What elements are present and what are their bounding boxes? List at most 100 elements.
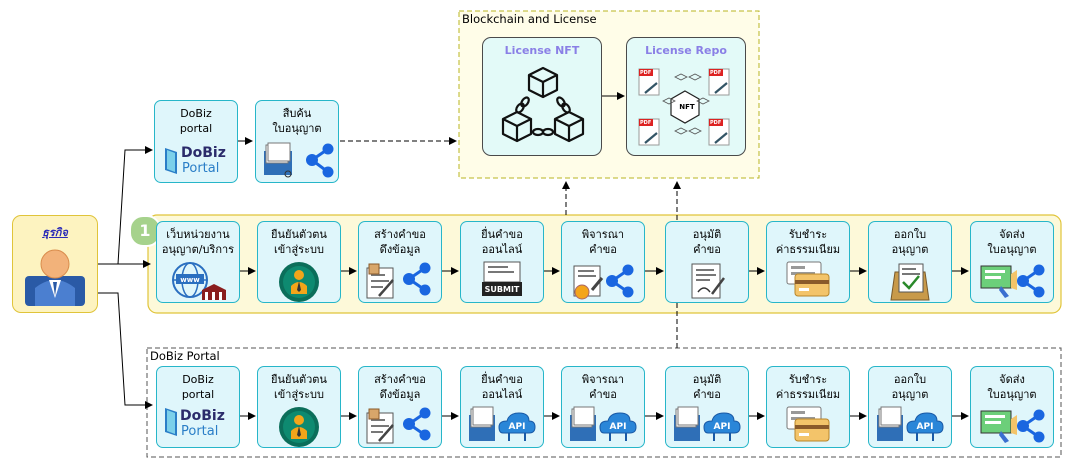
dobiz-step-label: ยื่นคำขอ — [481, 373, 523, 386]
license-repo-label: License Repo — [645, 44, 727, 57]
dobiz-step-sublabel: คำขอ — [589, 388, 617, 401]
payment-icon — [767, 405, 849, 449]
dobiz-step-2[interactable]: ยืนยันตัวตนเข้าสู่ระบบ — [257, 366, 341, 448]
dobiz-step-9[interactable]: จัดส่งใบอนุญาต — [970, 366, 1054, 448]
dobiz-logo-icon — [165, 148, 177, 174]
repo-nft-text: NFT — [679, 103, 695, 111]
process1-step-7[interactable]: รับชำระค่าธรรมเนียม — [766, 221, 850, 303]
svg-text:DoBiz: DoBiz — [180, 408, 225, 424]
review-icon — [562, 260, 644, 306]
svg-text:Portal: Portal — [181, 424, 218, 439]
form-share-icon — [359, 260, 441, 304]
process1-step-label: จัดส่ง — [999, 228, 1025, 241]
license-nft-label: License NFT — [504, 44, 580, 57]
api-icon: API — [666, 405, 748, 449]
process1-step-label: พิจารณา — [581, 228, 625, 241]
api-icon: API — [562, 405, 644, 449]
dobiz-step-6[interactable]: อนุมัติคำขอ API — [665, 366, 749, 448]
process1-step-sublabel: อนุญาต — [891, 243, 929, 256]
process1-step-sublabel: คำขอ — [589, 243, 617, 256]
nft-documents-icon — [638, 68, 730, 146]
step-arrows — [240, 267, 969, 420]
process1-step-sublabel: ค่าธรรมเนียม — [775, 243, 841, 256]
svg-text:API: API — [610, 422, 627, 432]
dobiz-step-label: ออกใบ — [893, 373, 927, 386]
process1-step-label: ออกใบ — [893, 228, 927, 241]
actor-to-dobiz-bottom-connector — [98, 292, 153, 409]
process1-step-sublabel: ดึงข้อมูล — [379, 243, 421, 256]
process1-step-4[interactable]: ยื่นคำขอออนไลน์ SUBMIT — [460, 221, 544, 303]
process1-step-sublabel: ใบอนุญาต — [987, 243, 1037, 256]
process1-step-2[interactable]: ยืนยันตัวตนเข้าสู่ระบบ — [257, 221, 341, 303]
dobiz-step-7[interactable]: รับชำระค่าธรรมเนียม — [766, 366, 850, 448]
dobiz-step-sublabel: ค่าธรรมเนียม — [775, 388, 841, 401]
process1-step-3[interactable]: สร้างคำขอดึงข้อมูล — [358, 221, 442, 303]
dobiz-step-3[interactable]: สร้างคำขอดึงข้อมูล — [358, 366, 442, 448]
deliver-license-icon — [971, 260, 1053, 306]
dobiz-step-label: ยืนยันตัวตน — [271, 373, 327, 386]
search-archive-icon — [264, 142, 334, 178]
web-government-icon: www — [157, 260, 239, 306]
blockchain-group-title: Blockchain and License — [462, 12, 597, 26]
dobiz-step-label: DoBiz — [182, 373, 214, 386]
license-nft-box: License NFT — [482, 37, 602, 156]
blockchain-cubes-icon — [501, 66, 585, 143]
dobiz-step-label: สร้างคำขอ — [374, 373, 426, 386]
svg-text:API: API — [509, 422, 526, 432]
dobiz-step-label: จัดส่ง — [999, 373, 1025, 386]
form-share-icon — [359, 405, 441, 449]
deliver-license-icon — [971, 405, 1053, 451]
dobiz-step-sublabel: คำขอ — [693, 388, 721, 401]
process1-step-label: สร้างคำขอ — [374, 228, 426, 241]
process1-step-1[interactable]: เว็บหน่วยงานอนุญาต/บริการ www — [156, 221, 240, 303]
process1-step-sublabel: อนุญาต/บริการ — [161, 243, 235, 256]
process1-step-5[interactable]: พิจารณาคำขอ — [561, 221, 645, 303]
svg-text:SUBMIT: SUBMIT — [485, 285, 520, 294]
dobiz-group-frame — [146, 347, 1062, 458]
process1-step-label: เว็บหน่วยงาน — [166, 228, 230, 241]
dobiz-step-sublabel: portal — [181, 388, 215, 401]
process1-step-sublabel: คำขอ — [693, 243, 721, 256]
dobiz-step-5[interactable]: พิจารณาคำขอ API — [561, 366, 645, 448]
api-icon: API — [461, 405, 543, 449]
dobiz-step-4[interactable]: ยื่นคำขอออนไลน์ API — [460, 366, 544, 448]
dobiz-step-label: รับชำระ — [788, 373, 828, 386]
process1-step-sublabel: เข้าสู่ระบบ — [274, 243, 324, 256]
process1-step-label: ยืนยันตัวตน — [271, 228, 327, 241]
dobiz-group-title: DoBiz Portal — [150, 349, 220, 363]
dobiz-step-8[interactable]: ออกใบอนุญาต API — [868, 366, 952, 448]
submit-icon: SUBMIT — [461, 260, 543, 304]
process-number-badge: 1 — [129, 215, 161, 247]
top-dobiz-portal-box[interactable]: DoBiz portal DoBiz Portal — [154, 100, 238, 183]
user-check-icon — [258, 405, 340, 453]
process1-step-8[interactable]: ออกใบอนุญาต — [868, 221, 952, 303]
svg-text:API: API — [917, 422, 934, 432]
dobiz-step-label: อนุมัติ — [692, 373, 722, 386]
user-check-icon — [258, 260, 340, 308]
process1-step-6[interactable]: อนุมัติคำขอ — [665, 221, 749, 303]
dobiz-step-sublabel: อนุญาต — [891, 388, 929, 401]
process1-step-sublabel: ออนไลน์ — [481, 243, 523, 256]
dobiz-step-sublabel: เข้าสู่ระบบ — [274, 388, 324, 401]
api-icon: API — [869, 405, 951, 449]
dobiz-step-sublabel: ดึงข้อมูล — [379, 388, 421, 401]
issue-license-icon — [869, 260, 951, 306]
svg-text:www: www — [180, 276, 200, 284]
payment-icon — [767, 260, 849, 304]
process1-step-label: รับชำระ — [788, 228, 828, 241]
license-repo-box: License Repo NFT PDF PDF PDF — [626, 37, 746, 156]
dobiz-step-label: พิจารณา — [581, 373, 625, 386]
process1-step-9[interactable]: จัดส่งใบอนุญาต — [970, 221, 1054, 303]
dobiz-step-sublabel: ออนไลน์ — [481, 388, 523, 401]
business-user-icon — [25, 249, 85, 306]
actor-label: ธุรกิจ — [42, 226, 68, 239]
actor-business-box: ธุรกิจ — [12, 215, 98, 313]
search-license-box[interactable]: สืบค้น ใบอนุญาต — [255, 100, 339, 183]
process1-step-label: ยื่นคำขอ — [481, 228, 523, 241]
process1-step-label: อนุมัติ — [692, 228, 722, 241]
dobiz-step-sublabel: ใบอนุญาต — [987, 388, 1037, 401]
approve-icon — [666, 260, 748, 306]
